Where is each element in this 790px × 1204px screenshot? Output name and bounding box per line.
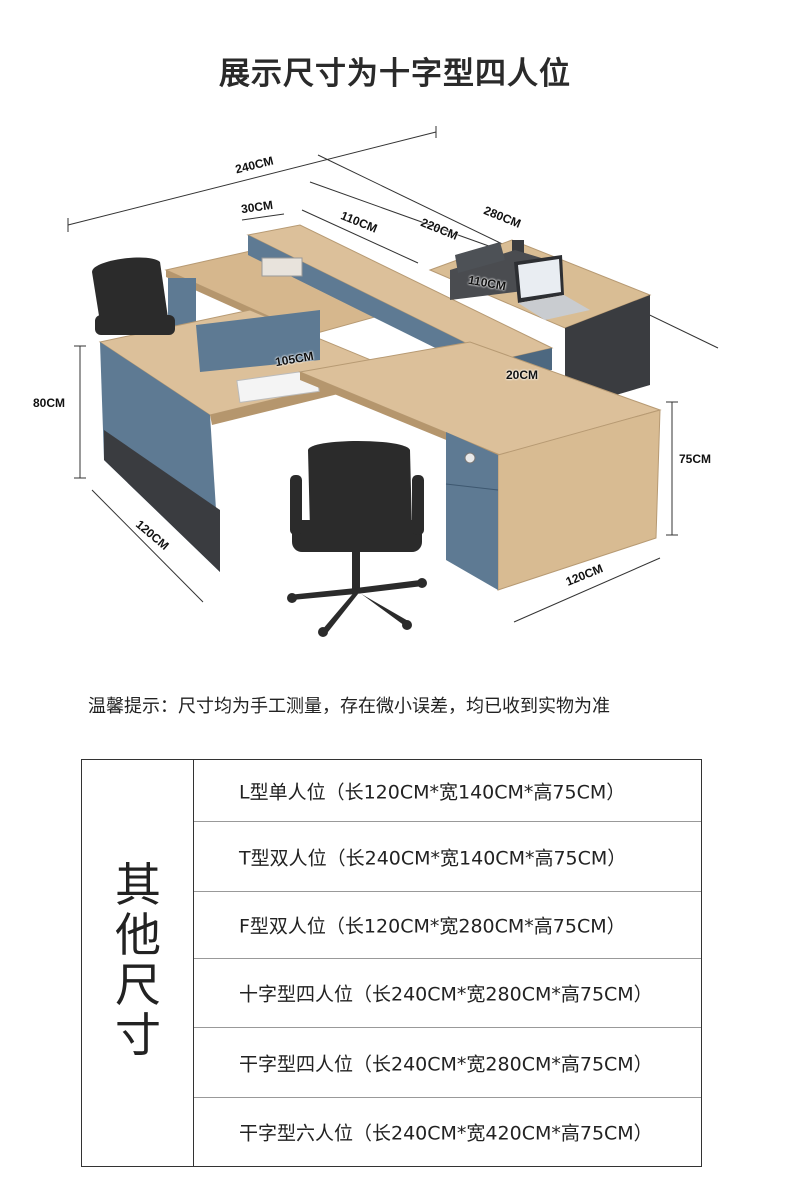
size-option: 十字型四人位（长240CM*宽280CM*高75CM） (239, 983, 653, 1006)
side-label: 其他尺寸 (115, 858, 161, 1062)
measurement-note: 温馨提示：尺寸均为手工测量，存在微小误差，均已收到实物为准 (88, 696, 610, 717)
table-side-cell: 其他尺寸 (82, 760, 194, 1166)
page-title: 展示尺寸为十字型四人位 (219, 56, 571, 92)
size-option: T型双人位（长240CM*宽140CM*高75CM） (239, 847, 627, 869)
desk-drawing (67, 126, 719, 637)
size-option: 干字型六人位（长240CM*宽420CM*高75CM） (239, 1122, 653, 1145)
table-row: F型双人位（长120CM*宽280CM*高75CM） (194, 892, 701, 959)
table-row: L型单人位（长120CM*宽140CM*高75CM） (194, 760, 701, 822)
dim-80: 80CM (33, 396, 66, 410)
size-option: L型单人位（长120CM*宽140CM*高75CM） (239, 781, 626, 803)
desk-illustration: 240CM 30CM 110CM 220CM 280CM 110CM 105CM… (0, 110, 790, 655)
table-row: 十字型四人位（长240CM*宽280CM*高75CM） (194, 959, 701, 1028)
dimension-lines (67, 126, 719, 623)
table-row: 干字型六人位（长240CM*宽420CM*高75CM） (194, 1098, 701, 1166)
size-option: 干字型四人位（长240CM*宽280CM*高75CM） (239, 1053, 653, 1075)
size-option: F型双人位（长120CM*宽280CM*高75CM） (239, 915, 626, 938)
dim-20: 20CM (506, 368, 539, 382)
table-row: T型双人位（长240CM*宽140CM*高75CM） (194, 822, 701, 892)
dim-75: 75CM (679, 452, 712, 466)
chair-back (92, 257, 175, 335)
other-sizes-table: 其他尺寸 L型单人位（长120CM*宽140CM*高75CM） T型双人位（长2… (81, 759, 702, 1167)
chair-front (287, 441, 427, 637)
table-row: 干字型四人位（长240CM*宽280CM*高75CM） (194, 1028, 701, 1098)
